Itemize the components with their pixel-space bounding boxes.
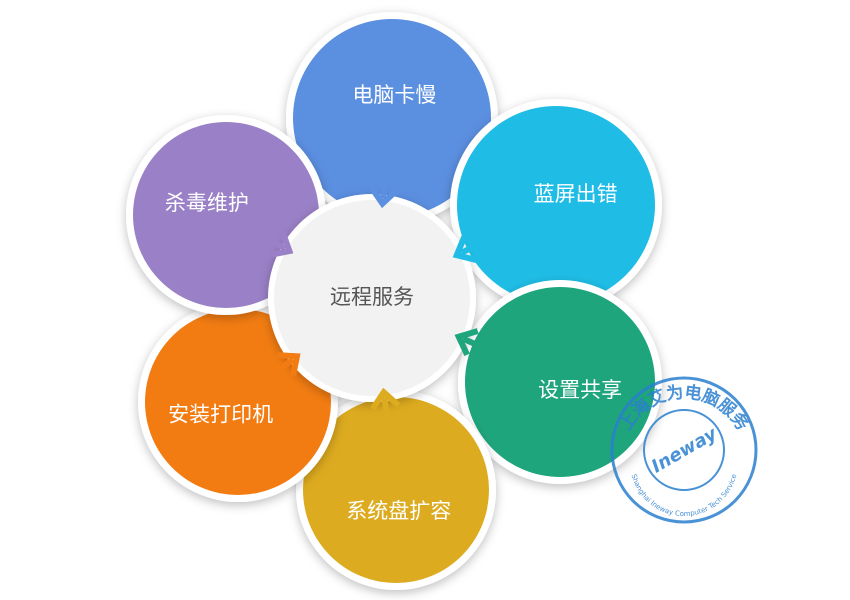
center-label: 远程服务 bbox=[330, 285, 414, 309]
petal-sharing-settings: 设置共享 bbox=[458, 280, 662, 484]
petal-blue-screen-error: 蓝屏出错 bbox=[450, 99, 662, 311]
stamp-center-text: Ineway bbox=[648, 423, 722, 478]
petal-label: 杀毒维护 bbox=[165, 191, 249, 215]
arrow-icon bbox=[370, 387, 401, 424]
petal-system-disk-expansion: 系统盘扩容 bbox=[296, 390, 496, 590]
petal-label: 安装打印机 bbox=[168, 402, 273, 426]
petal-slow-computer: 电脑卡慢 bbox=[286, 12, 498, 224]
arrow-icon bbox=[260, 231, 294, 258]
center-circle: 远程服务 bbox=[268, 194, 476, 402]
petal-label: 系统盘扩容 bbox=[346, 499, 451, 523]
petal-label: 电脑卡慢 bbox=[352, 83, 436, 107]
petal-label: 蓝屏出错 bbox=[534, 182, 618, 206]
arrow-icon bbox=[270, 352, 301, 378]
arrow-icon bbox=[452, 235, 486, 263]
arrow-icon bbox=[368, 172, 400, 209]
petal-label: 设置共享 bbox=[538, 378, 622, 402]
arrow-icon bbox=[454, 328, 489, 357]
